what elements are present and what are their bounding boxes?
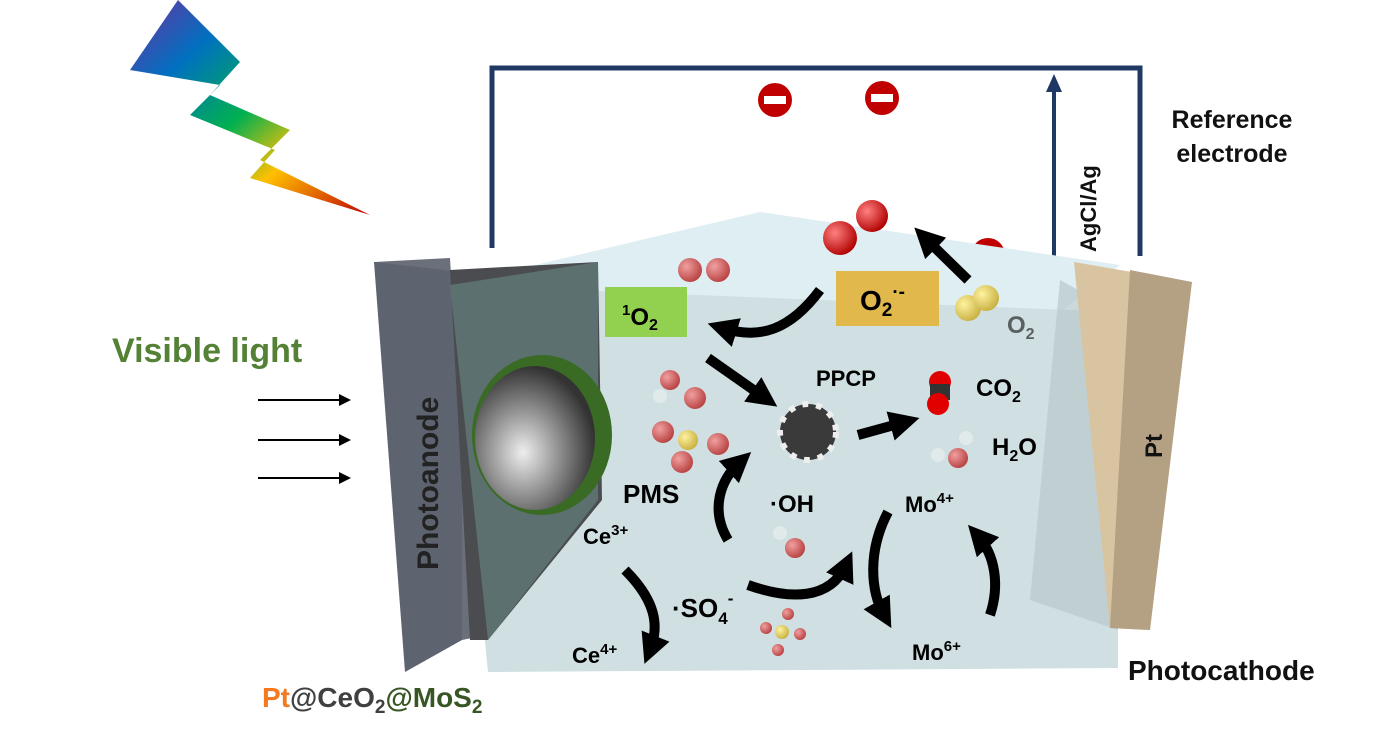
agcl-ag-label: AgCl/Ag (1076, 165, 1101, 252)
pt-cathode-label: Pt (1141, 434, 1168, 458)
o2-molecule-icon (823, 200, 888, 255)
ce4-label: Ce4+ (572, 641, 617, 668)
arrow-o2-to-singlet (707, 286, 824, 347)
catalyst-label: Pt@CeO2@MoS2 (262, 682, 482, 718)
pms-molecule-icon (652, 370, 729, 473)
photoanode-label: Photoanode (412, 397, 445, 570)
superoxide-label: O2·- (860, 282, 905, 321)
ppcp-benzene-icon (777, 401, 839, 463)
sulfate-radical-label: ·SO4- (672, 589, 733, 628)
arrow-ppcp-to-co2 (856, 411, 920, 441)
hydroxyl-radical-label: ·OH (770, 491, 814, 518)
mo4-label: Mo4+ (905, 490, 954, 517)
electron-flow-arrowhead (1046, 74, 1062, 92)
o2-molecule-icon (678, 258, 730, 282)
arrow-so4-to-mo (746, 551, 854, 600)
o2-molecule-icon (955, 285, 999, 321)
photoanode-plate-front (374, 262, 462, 672)
oh-molecule-icon (773, 526, 805, 558)
photocathode-label: Photocathode (1128, 655, 1315, 686)
electron-icon (865, 81, 899, 115)
pms-label: PMS (623, 479, 679, 509)
arrow-superoxide-to-o2 (914, 227, 972, 284)
co2-label: CO2 (976, 375, 1021, 406)
ppcp-label: PPCP (816, 366, 876, 391)
external-circuit-wire (489, 65, 1143, 256)
electron-icon (758, 83, 792, 117)
so4-molecule-icon (760, 608, 806, 656)
photocathode-plate-front (1110, 270, 1192, 630)
catalyst-core (475, 366, 595, 510)
singlet-oxygen-box (605, 287, 687, 337)
co2-molecule-icon (927, 371, 951, 415)
arrow-mo6-to-mo4 (968, 524, 1001, 617)
visible-light-label: Visible light (112, 332, 302, 370)
h2o-molecule-icon (931, 431, 973, 468)
mo6-label: Mo6+ (912, 638, 961, 665)
o2-label: O2 (1007, 312, 1035, 343)
ce3-label: Ce3+ (583, 522, 628, 549)
arrow-ce-redox (621, 566, 670, 664)
singlet-oxygen-label: 1O2 (622, 302, 658, 334)
arrow-singlet-to-ppcp (705, 353, 778, 407)
light-bolt-icon (130, 0, 370, 215)
h2o-label: H2O (992, 434, 1037, 465)
reaction-arrows (621, 227, 1001, 664)
superoxide-box (836, 271, 939, 326)
arrow-mo4-to-mo6 (863, 509, 893, 629)
arrow-pms-to-ppcp (713, 451, 752, 543)
electrolyte-tank (450, 285, 1118, 672)
